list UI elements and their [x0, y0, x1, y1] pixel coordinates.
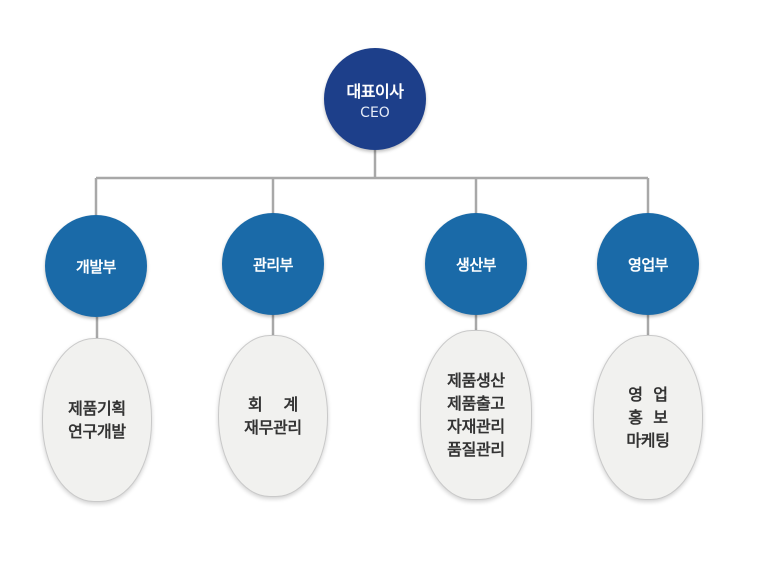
duty-item: 자재관리 — [447, 417, 505, 436]
duty-item: 제품기획 — [68, 399, 126, 418]
duty-box-sales: 영 업 홍 보 마케팅 — [593, 335, 703, 500]
dept-node-admin: 관리부 — [222, 213, 324, 315]
ceo-node: 대표이사 CEO — [324, 48, 426, 150]
duty-item: 재무관리 — [244, 418, 302, 437]
dept-name: 관리부 — [253, 255, 293, 274]
duty-item: 영 업 — [628, 385, 668, 404]
duty-item: 회 계 — [248, 395, 298, 414]
dept-name: 생산부 — [456, 255, 496, 274]
duty-item: 연구개발 — [68, 422, 126, 441]
duty-item: 제품출고 — [447, 394, 505, 413]
duty-item: 마케팅 — [626, 431, 670, 450]
dept-name: 개발부 — [76, 257, 116, 276]
dept-node-sales: 영업부 — [597, 213, 699, 315]
ceo-title-en: CEO — [360, 104, 390, 121]
dept-node-dev: 개발부 — [45, 215, 147, 317]
duty-box-prod: 제품생산 제품출고 자재관리 품질관리 — [420, 330, 532, 500]
dept-name: 영업부 — [628, 255, 668, 274]
duty-item: 품질관리 — [447, 440, 505, 459]
duty-box-dev: 제품기획 연구개발 — [42, 338, 152, 502]
duty-item: 제품생산 — [447, 371, 505, 390]
ceo-title-ko: 대표이사 — [346, 81, 404, 101]
dept-node-prod: 생산부 — [425, 213, 527, 315]
duty-box-admin: 회 계 재무관리 — [218, 335, 328, 497]
duty-item: 홍 보 — [628, 408, 668, 427]
